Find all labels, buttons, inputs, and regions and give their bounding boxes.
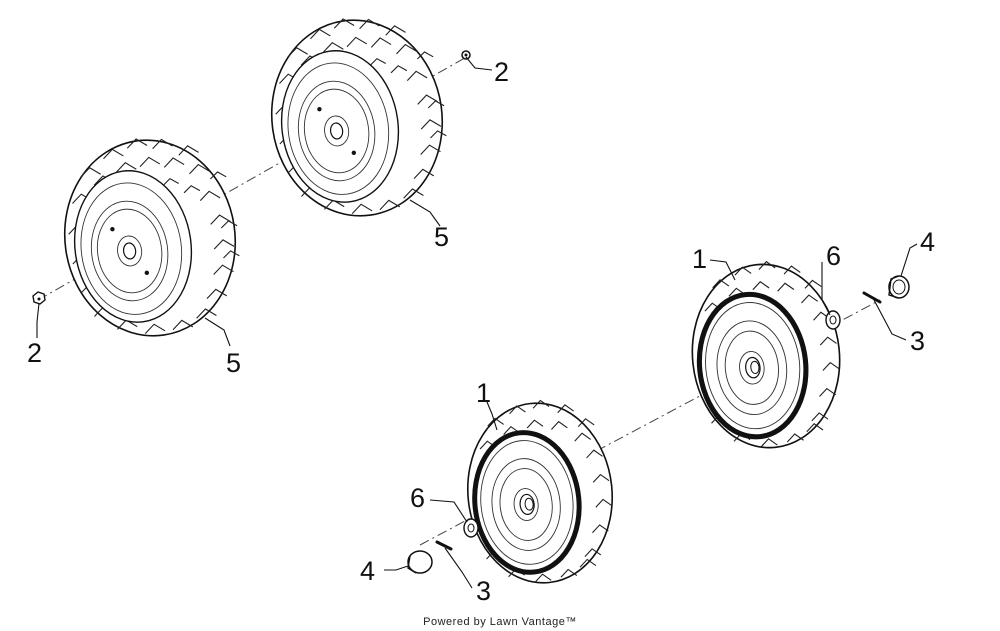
bolt-left [32, 291, 46, 305]
pin-right [862, 291, 882, 304]
callout-2-left: 2 [27, 338, 42, 368]
leader-4-right [900, 243, 918, 277]
callout-4-front: 4 [360, 556, 375, 586]
bolt-top [461, 50, 471, 60]
washer-right [825, 310, 841, 330]
callout-5-top: 5 [434, 222, 449, 252]
callout-5-left: 5 [226, 348, 241, 378]
callout-2-top: 2 [494, 57, 509, 87]
callout-6-front: 6 [410, 483, 425, 513]
callout-1-right: 1 [692, 244, 707, 274]
leader-2-top [465, 56, 493, 71]
leader-4-front [384, 565, 409, 571]
leader-1-right [709, 259, 736, 281]
leader-5-top [409, 199, 441, 227]
hub-cap-right [888, 275, 910, 299]
leader-2-left [36, 302, 40, 338]
leader-6-right [821, 262, 831, 316]
callout-6-right: 6 [826, 241, 841, 271]
leader-5-left [204, 317, 231, 347]
callout-3-front: 3 [476, 576, 491, 606]
hub-cap-front [407, 550, 433, 574]
rear-wheel-left [51, 125, 252, 348]
footer-credit: Powered by Lawn Vantage™ [423, 616, 577, 628]
washer-front [463, 518, 479, 538]
leader-3-front [444, 547, 473, 589]
callout-4-right: 4 [920, 227, 935, 257]
callout-3-right: 3 [910, 326, 925, 356]
callout-1-front: 1 [476, 378, 491, 408]
rear-wheel-top [258, 5, 459, 228]
front-wheel-front [459, 394, 621, 590]
front-wheel-right [683, 255, 848, 455]
leader-3-right [872, 297, 907, 341]
leader-6-front [429, 499, 468, 523]
pin-front [435, 540, 453, 551]
leader-1-front [486, 401, 498, 431]
